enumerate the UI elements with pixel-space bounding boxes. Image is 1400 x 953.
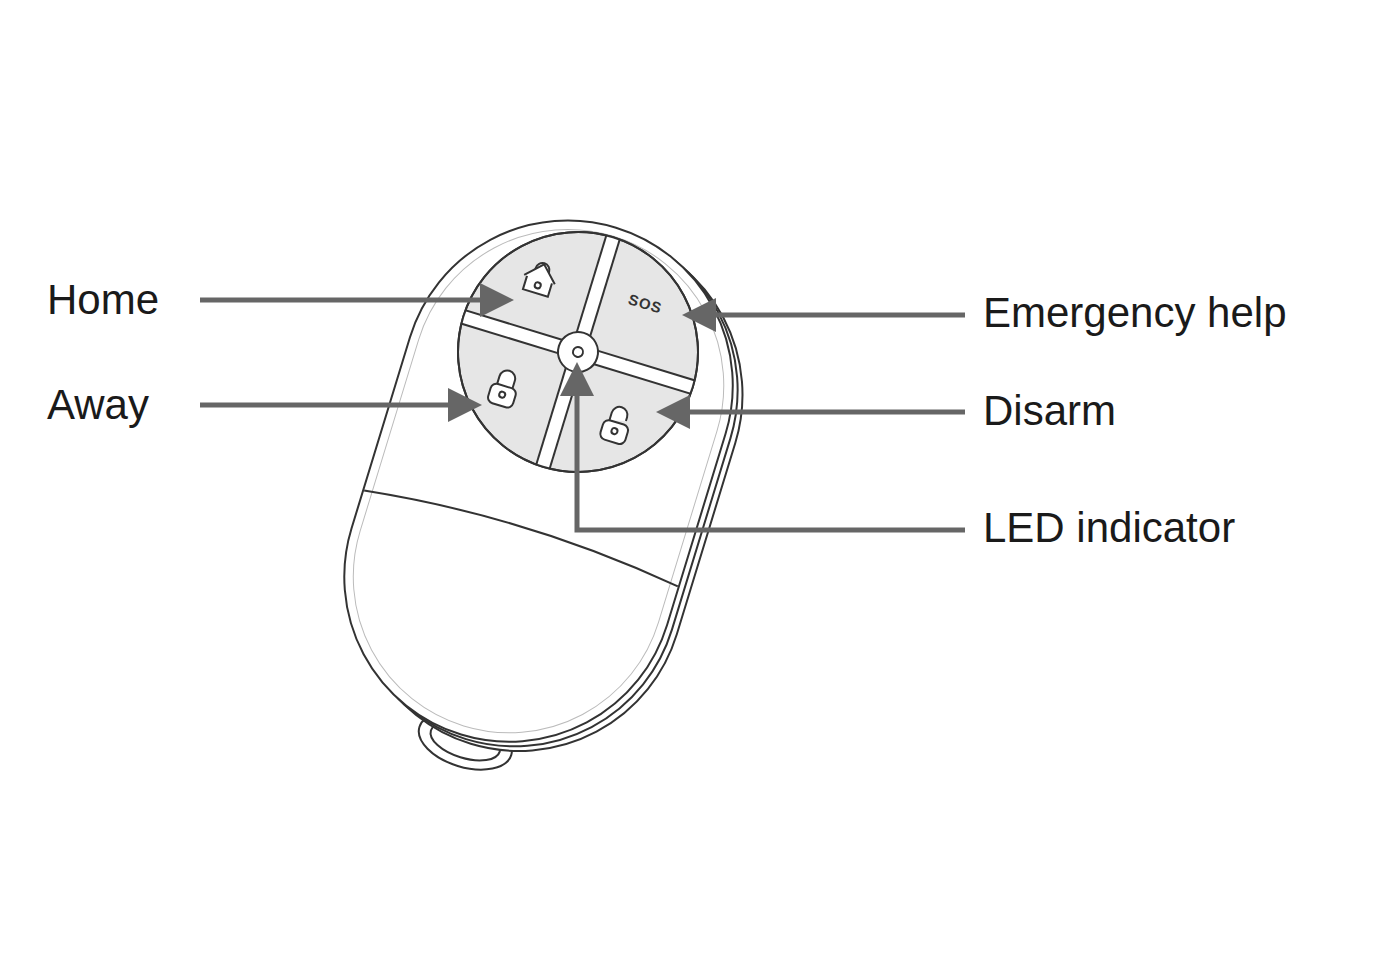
arrowhead	[560, 362, 594, 396]
leader-line	[200, 403, 452, 408]
arrowhead	[448, 388, 482, 422]
leader-line	[686, 410, 965, 415]
callout-label: Emergency help	[983, 292, 1287, 334]
arrowhead	[480, 283, 514, 317]
disarm-lock-icon	[599, 403, 634, 445]
away-lock-icon	[487, 367, 522, 409]
leader-lines	[200, 300, 965, 530]
fob-body	[303, 179, 774, 782]
led-indicator	[572, 346, 584, 358]
leader-line	[577, 392, 965, 530]
fob-inner-edge	[314, 191, 762, 772]
callout-label: LED indicator	[983, 507, 1235, 549]
callout-label: Home	[47, 279, 159, 321]
arrowhead	[682, 298, 716, 332]
callout-label: Disarm	[983, 390, 1116, 432]
fob-panel-seam	[364, 480, 681, 587]
leader-line	[712, 313, 965, 318]
leader-line	[200, 298, 484, 303]
home-icon	[520, 259, 560, 298]
arrowheads	[448, 283, 716, 429]
callout-label: Away	[47, 384, 149, 426]
key-fob	[294, 179, 785, 815]
arrowhead	[656, 395, 690, 429]
